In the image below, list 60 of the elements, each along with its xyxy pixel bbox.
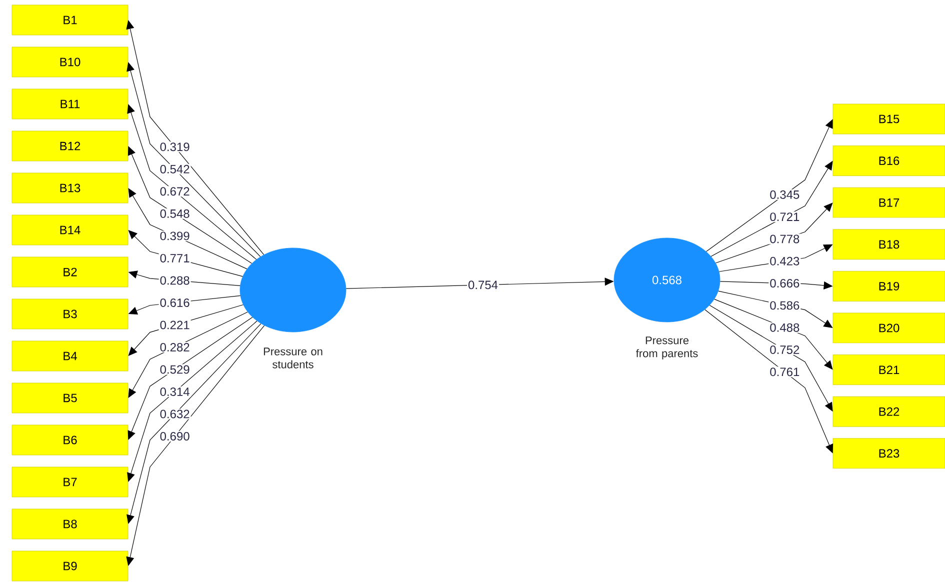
edge-label: 0.319	[158, 142, 191, 152]
indicator-box: B22	[832, 396, 945, 427]
arrow	[128, 312, 248, 398]
edge-label: 0.282	[158, 342, 191, 352]
arrow	[127, 104, 257, 260]
edge-label: 0.616	[158, 297, 191, 308]
edge-label: 0.672	[158, 186, 191, 197]
indicator-box: B14	[12, 214, 128, 246]
indicator-box: B23	[832, 438, 945, 469]
edge-label: 0.721	[768, 212, 801, 222]
edge-label: 0.761	[768, 366, 801, 378]
edge-label: 0.488	[768, 322, 801, 333]
edge-label: 0.542	[158, 164, 191, 174]
indicator-box: B21	[832, 354, 945, 385]
indicator-box: B19	[832, 271, 945, 302]
indicator-box: B11	[12, 88, 128, 120]
edge-label: 0.221	[158, 320, 191, 330]
edge-label: 0.314	[158, 386, 191, 397]
circle-caption: Pressure from parents	[636, 336, 698, 360]
arrow	[128, 317, 253, 440]
indicator-box: B7	[12, 466, 128, 498]
edge-label: 0.288	[158, 275, 191, 286]
edge-label: 0.778	[768, 234, 801, 244]
edge-label: 0.399	[158, 230, 191, 242]
indicator-box: B1	[12, 4, 128, 36]
edge-label: 0.690	[158, 431, 191, 442]
indicator-box: B5	[12, 382, 128, 414]
indicator-box: B16	[832, 146, 945, 176]
arrow	[126, 323, 262, 524]
indicator-box: B12	[12, 130, 128, 162]
edge-label: 0.754	[467, 280, 500, 290]
arrow	[128, 146, 252, 264]
indicator-box: B15	[832, 104, 945, 134]
edge-label: 0.529	[158, 364, 191, 375]
indicator-box: B8	[12, 508, 128, 540]
edge-label: 0.632	[158, 408, 191, 420]
edge-label: 0.345	[768, 189, 801, 200]
indicator-box: B6	[12, 424, 128, 456]
indicator-box: B18	[832, 229, 945, 260]
edge-label: 0.666	[768, 278, 801, 289]
indicator-box: B9	[12, 550, 128, 582]
indicator-box: B10	[12, 46, 128, 78]
circle-caption: Pressure on students	[264, 348, 322, 368]
edge-label: 0.548	[158, 208, 191, 219]
indicator-box: B20	[832, 312, 945, 344]
indicator-box: B4	[12, 340, 128, 372]
arrow	[126, 62, 261, 257]
arrow	[126, 20, 264, 255]
edge-label: 0.586	[768, 300, 801, 311]
arrow	[127, 320, 258, 482]
indicator-box: B17	[832, 187, 945, 218]
edge-label: 0.752	[768, 344, 801, 355]
arrow	[704, 309, 834, 454]
indicator-box: B2	[12, 256, 128, 288]
arrow	[126, 325, 265, 566]
arrow	[706, 119, 833, 252]
indicator-box: B3	[12, 298, 128, 330]
edge-label: 0.771	[158, 252, 191, 264]
edge-label: 0.423	[768, 256, 801, 266]
indicator-box: B13	[12, 172, 128, 204]
